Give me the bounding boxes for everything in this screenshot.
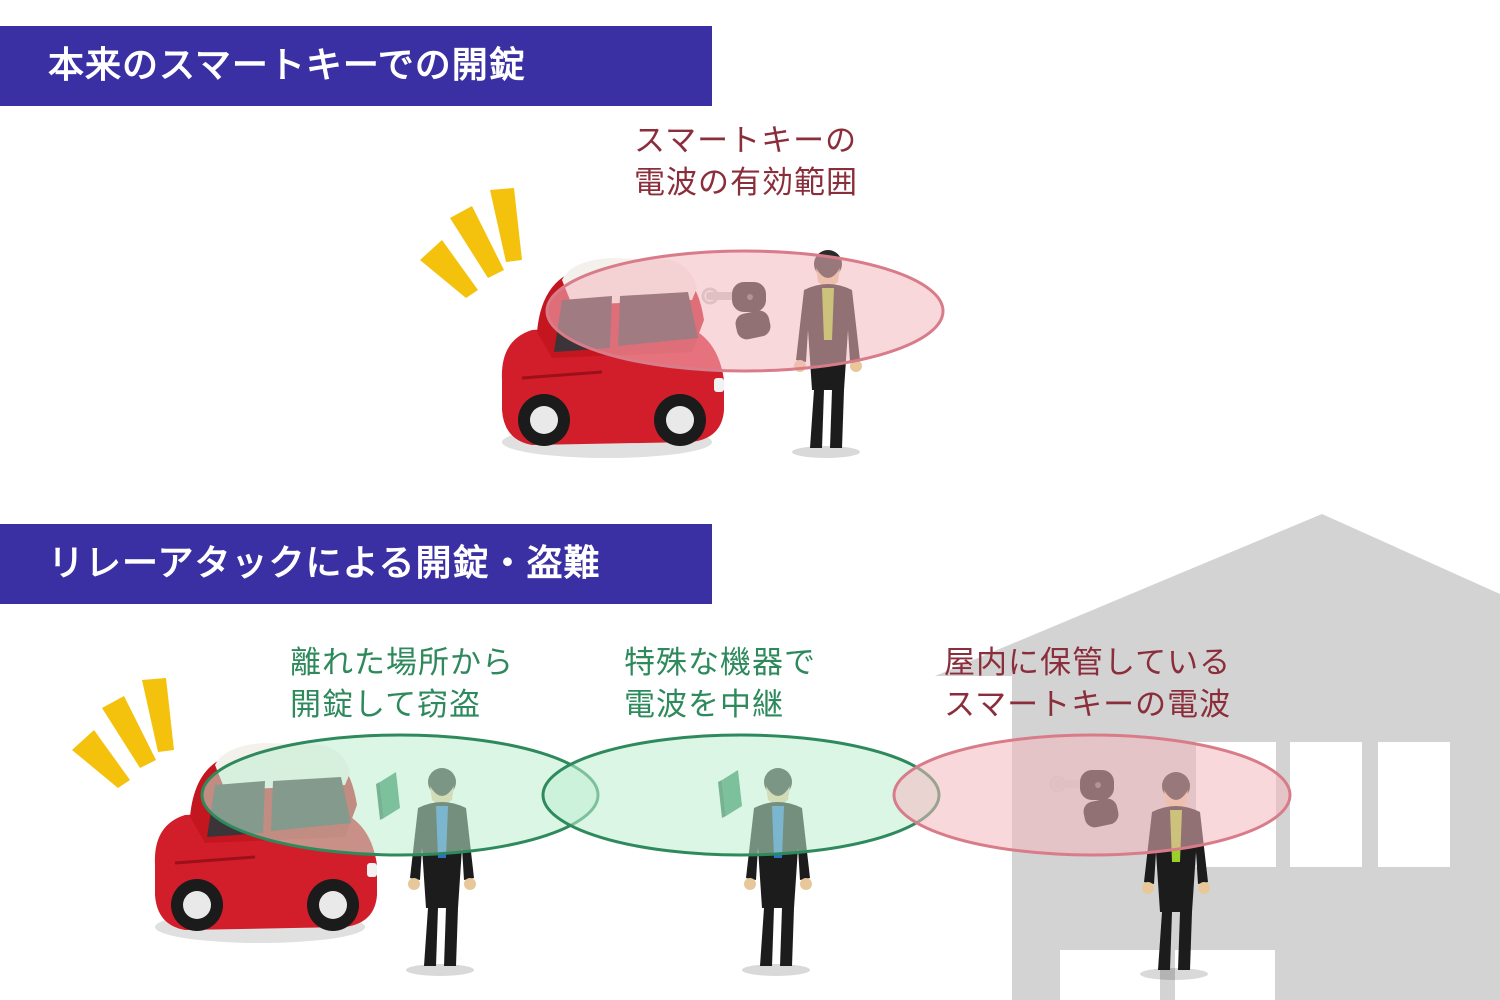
label-line: 離れた場所から <box>290 645 514 681</box>
signal-range-label: スマートキーの 電波の有効範囲 <box>634 120 858 204</box>
label-line: スマートキーの <box>634 123 858 159</box>
alert-rays-icon <box>420 188 522 298</box>
alert-rays-icon <box>72 678 174 788</box>
key-signal-zone <box>892 733 1292 857</box>
indoor-key-signal-label: 屋内に保管している スマートキーの電波 <box>944 642 1231 726</box>
section-header-relay-attack: リレーアタックによる開錠・盗難 <box>0 524 712 604</box>
remote-theft-label: 離れた場所から 開錠して窃盗 <box>290 642 514 726</box>
label-line: 電波を中継 <box>624 687 784 723</box>
relay-zone-left <box>200 733 600 857</box>
label-line: 開錠して窃盗 <box>290 687 482 723</box>
label-line: 屋内に保管している <box>944 645 1232 681</box>
label-line: 電波の有効範囲 <box>634 165 858 201</box>
section-header-normal-unlock: 本来のスマートキーでの開錠 <box>0 26 712 106</box>
signal-range-zone <box>545 249 945 373</box>
relay-zone-middle <box>541 733 941 857</box>
label-line: 特殊な機器で <box>624 645 816 681</box>
relay-device-label: 特殊な機器で 電波を中継 <box>624 642 816 726</box>
label-line: スマートキーの電波 <box>944 687 1232 723</box>
